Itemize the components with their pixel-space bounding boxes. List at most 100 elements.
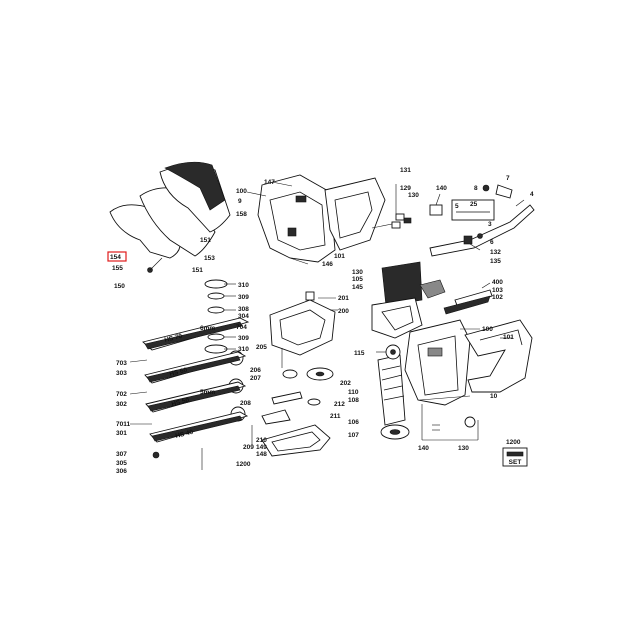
guard-shield-154 [109, 204, 181, 259]
housing-half-group [257, 174, 386, 265]
label-306: 306 [116, 468, 127, 475]
gear-group [251, 291, 336, 457]
label-310-top: 310 [238, 282, 249, 289]
label-703: 703 [116, 360, 127, 367]
label-101-top: 101 [334, 253, 345, 260]
label-206: 206 [250, 367, 261, 374]
label-400: 400 [492, 279, 503, 286]
label-100-top: 100 [236, 188, 247, 195]
armature-110 [377, 354, 406, 426]
carbon-holder-400 [419, 279, 446, 299]
label-210: 210 [256, 437, 267, 444]
label-131: 131 [400, 167, 411, 174]
label-10: 10 [490, 393, 498, 400]
label-25: 25 [470, 201, 478, 208]
label-140-bottom: 140 [418, 445, 429, 452]
label-115: 115 [354, 350, 365, 357]
washer-309-bottom [207, 333, 225, 341]
blade-spec-a: 6mm [200, 325, 215, 332]
label-130-top: 130 [408, 192, 419, 199]
label-108: 108 [348, 397, 359, 404]
blade-group: HS 70 HS 60 HS 50 HS 40 6mm 5mm [142, 317, 250, 470]
cable-clamp-140 [429, 204, 443, 216]
blade-hs70: HS 70 [142, 317, 250, 366]
label-202: 202 [340, 380, 351, 387]
part-labels: 147 100 9 158 131 129 130 140 8 7 4 5 25… [107, 167, 534, 475]
label-150: 150 [114, 283, 125, 290]
label-310-bottom: 310 [238, 346, 249, 353]
cable-135 [429, 204, 535, 257]
label-107: 107 [348, 432, 359, 439]
label-5: 5 [455, 203, 459, 210]
washer-212 [307, 398, 321, 406]
label-303: 303 [116, 370, 127, 377]
pin-201 [305, 291, 315, 301]
switch-frame-101 [324, 177, 386, 251]
hand-guard-group [109, 161, 231, 273]
label-148: 148 [256, 451, 267, 458]
washer-310-top [204, 279, 228, 289]
set-box-text: SET [509, 459, 522, 466]
field-coil-105 [381, 261, 423, 307]
set-box: SET [502, 447, 528, 467]
label-212: 212 [334, 401, 345, 408]
label-307: 307 [116, 451, 127, 458]
label-3: 3 [488, 221, 492, 228]
label-304: 304 [238, 313, 249, 320]
label-308: 308 [238, 306, 249, 313]
washer-stack [204, 279, 228, 354]
label-153: 153 [204, 255, 215, 262]
label-147: 147 [264, 179, 275, 186]
label-130-mid: 130 [352, 269, 363, 276]
washer-308 [207, 306, 225, 314]
label-135: 135 [490, 258, 501, 265]
label-201: 201 [338, 295, 349, 302]
label-100-right: 100 [482, 326, 493, 333]
switch-131 [395, 213, 405, 221]
label-130-bottom: 130 [458, 445, 469, 452]
label-8: 8 [474, 185, 478, 192]
label-140-top: 140 [436, 185, 447, 192]
label-200: 200 [338, 308, 349, 315]
label-301: 301 [116, 430, 127, 437]
label-208: 208 [240, 400, 251, 407]
label-106: 106 [348, 419, 359, 426]
label-149: 149 [256, 444, 267, 451]
cable-label-box [451, 199, 495, 221]
blade-hs60: HS 60 [144, 351, 247, 394]
gear-housing-200 [269, 299, 336, 356]
link-208 [271, 391, 303, 405]
blade-text-hs70: HS 70 [164, 333, 184, 344]
label-151-lower: 151 [192, 267, 203, 274]
housing-100 [404, 319, 471, 406]
switch-130 [391, 221, 401, 229]
cable-group [429, 184, 535, 257]
blade-text-hs40: HS 40 [175, 429, 195, 440]
label-211: 211 [330, 413, 341, 420]
washer-310-bottom [204, 344, 228, 354]
wiring-schematic [421, 404, 479, 441]
label-145: 145 [352, 284, 363, 291]
label-101-right: 101 [503, 334, 514, 341]
blade-hs40: HS 40 [149, 411, 249, 443]
label-158: 158 [236, 211, 247, 218]
label-154: 154 [110, 254, 121, 261]
label-1200-left: 1200 [236, 461, 251, 468]
highlight-box-154 [107, 251, 127, 262]
label-6: 6 [490, 239, 494, 246]
label-146: 146 [322, 261, 333, 268]
blade-spec-b: 5mm [200, 389, 215, 396]
eccentric-206 [282, 369, 298, 379]
label-103: 103 [492, 287, 503, 294]
label-207: 207 [250, 375, 261, 382]
label-1200-right: 1200 [506, 439, 521, 446]
leader-lines [129, 181, 525, 425]
label-105: 105 [352, 276, 363, 283]
label-209: 209 [243, 444, 254, 451]
label-129: 129 [400, 185, 411, 192]
switch-129 [403, 217, 412, 224]
spring-146 [289, 257, 309, 265]
label-7011: 7011 [116, 421, 130, 428]
